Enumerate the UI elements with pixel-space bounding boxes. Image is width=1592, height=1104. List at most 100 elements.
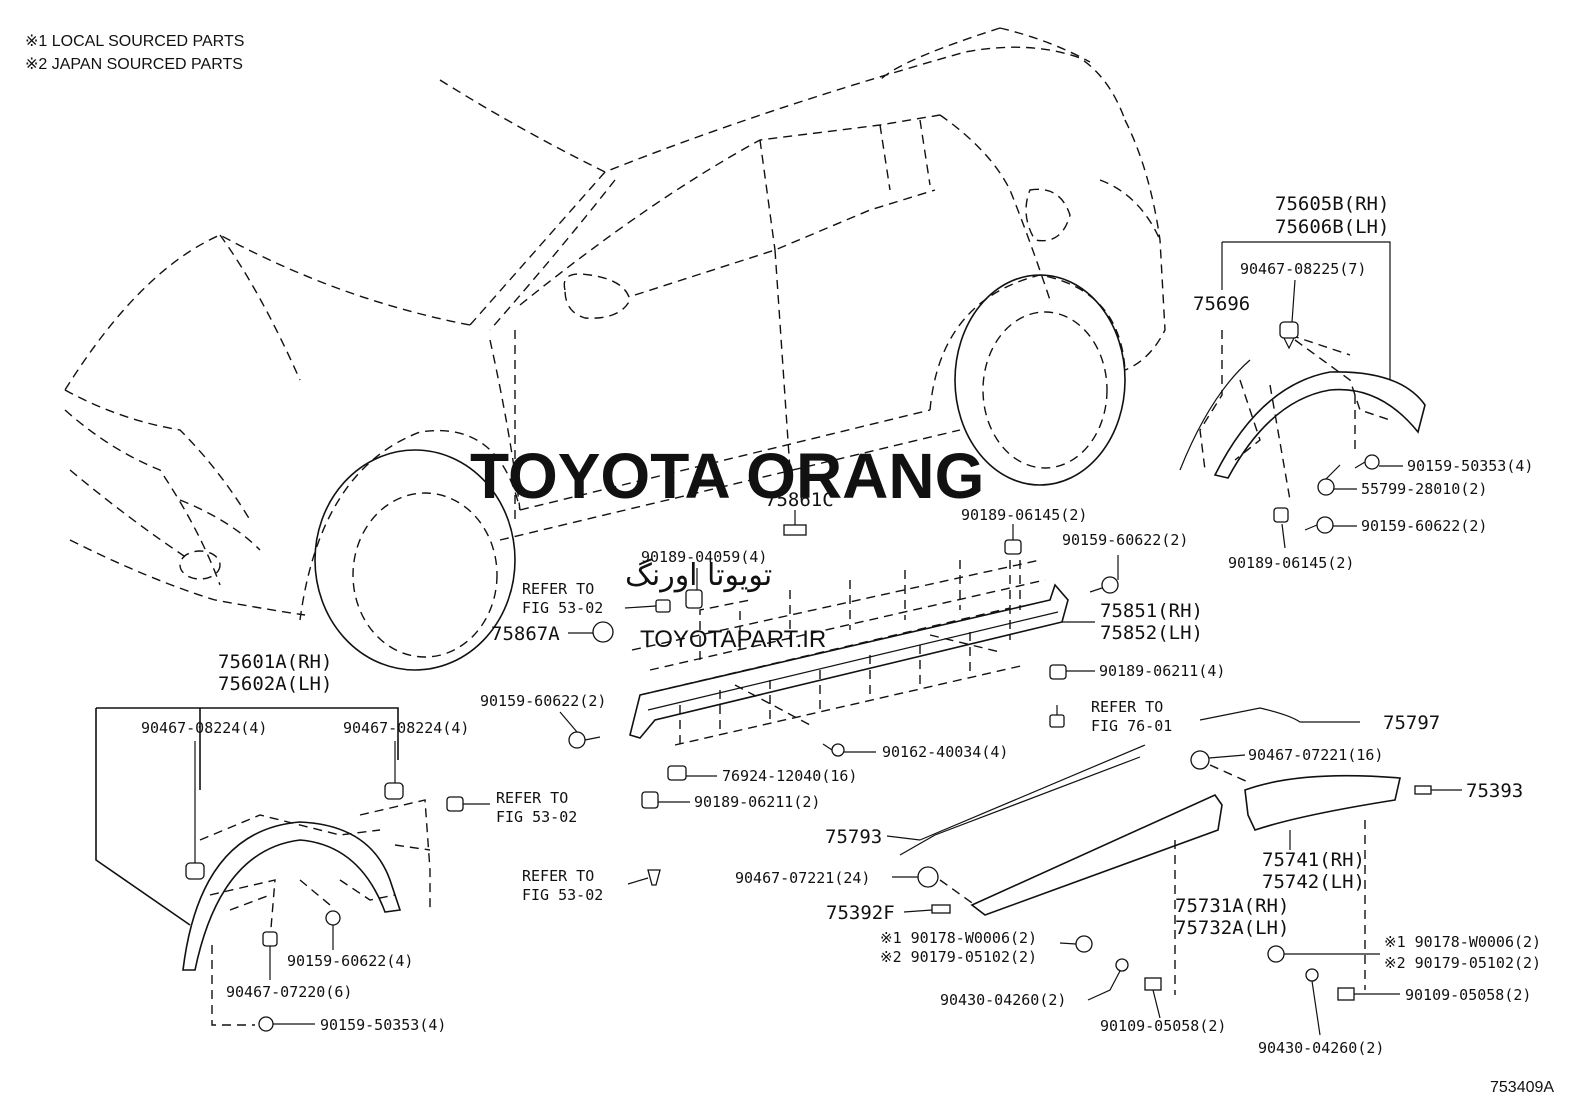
label-90109-b: 90109-05058(2) [1405,986,1531,1004]
label-75392F: 75392F [826,902,895,924]
clip-90189-06145-r [1273,507,1289,523]
bolt-90159-50353-f [258,1016,274,1032]
watermark-main: TOYOTA ORANG [470,440,984,512]
label-refer-to-c: REFER TO [522,867,594,885]
label-90467-07220: 90467-07220(6) [226,983,352,1001]
label-75601A: 75601A(RH) [218,651,332,673]
door-moldings [899,707,1401,995]
label-75867A: 75867A [491,623,560,645]
watermark-site: TOYOTAPART.IR [640,626,826,653]
label-90430-b: 90430-04260(2) [1258,1039,1384,1057]
label-fig-53-02-b: FIG 53-02 [522,886,603,904]
label-90159-60622-c: 90159-60622(2) [1062,531,1188,549]
label-75732A: 75732A(LH) [1175,917,1289,939]
front-fender-flare [95,707,431,1026]
clip-90467-07221-24 [917,866,939,888]
label-75605B: 75605B(RH) [1275,193,1389,215]
bolt-90109-b [1337,987,1355,1001]
clip-ref-53-02-b [647,869,661,886]
clip-ref-53-02-c [446,796,464,812]
washer-90430-a [1115,958,1129,972]
label-75851: 75851(RH) [1100,600,1203,622]
label-fig-76-01: FIG 76-01 [1091,717,1172,735]
part-labels: 75605B(RH) 75606B(LH) 75696 90467-08225(… [141,193,1541,1057]
label-90189-04059: 90189-04059(4) [641,548,767,566]
clip-90467-08224-a [185,862,205,880]
clip-ref-76-01 [1049,705,1065,728]
nut-90178-a [1075,935,1093,953]
clip-75392F [931,904,951,914]
note-japan-sourced: ※2 JAPAN SOURCED PARTS [25,56,243,73]
label-90189-06145-c: 90189-06145(2) [961,506,1087,524]
clip-76924 [667,765,687,781]
clip-90189-04059 [685,589,703,609]
bolt-90109-a [1144,977,1162,991]
label-90162: 90162-40034(4) [882,743,1008,761]
label-75741: 75741(RH) [1262,849,1365,871]
label-75793: 75793 [825,826,882,848]
label-90179-a: ※2 90179-05102(2) [880,948,1037,966]
label-75742: 75742(LH) [1262,871,1365,893]
label-90467-07221-16: 90467-07221(16) [1248,746,1383,764]
label-fig-53-02-c: FIG 53-02 [496,808,577,826]
clip-90189-06211-2 [641,791,659,809]
bolt-90159-60622-l [568,731,601,749]
bolt-90159-60622-f [325,910,341,926]
leader-lines [194,241,1462,1036]
label-90189-06211-2: 90189-06211(2) [694,793,820,811]
label-75393: 75393 [1466,780,1523,802]
label-90159-50353-r: 90159-50353(4) [1407,457,1533,475]
nut-90178-b [1267,945,1285,963]
label-55799: 55799-28010(2) [1361,480,1487,498]
label-75606B: 75606B(LH) [1275,216,1389,238]
clip-75393 [1414,785,1432,795]
clip-75867A [592,621,614,643]
label-90189-06211-4: 90189-06211(4) [1099,662,1225,680]
label-fig-53-02-a: FIG 53-02 [522,599,603,617]
label-75797: 75797 [1383,712,1440,734]
label-refer-to-d: REFER TO [496,789,568,807]
clip-90467-08224-b [384,782,404,800]
rocker-panel [629,559,1069,750]
rear-fender-flare [1179,330,1426,501]
clip-90189-06145-c [1004,539,1022,555]
label-75852: 75852(LH) [1100,622,1203,644]
label-90159-60622-l: 90159-60622(2) [480,692,606,710]
bolt-90159-50353-r [1354,454,1380,470]
clip-90467-07220 [262,931,278,947]
label-90109-a: 90109-05058(2) [1100,1017,1226,1035]
label-90179-b: ※2 90179-05102(2) [1384,954,1541,972]
screw-55799 [1317,464,1341,496]
car-body-outline [64,27,1166,671]
label-90467-08224-a: 90467-08224(4) [141,719,267,737]
label-75861C: 75861C [765,489,834,511]
label-75731A: 75731A(RH) [1175,895,1289,917]
label-90467-07221-24: 90467-07221(24) [735,869,870,887]
label-90159-50353-f: 90159-50353(4) [320,1016,446,1034]
clip-90189-06211-4 [1049,664,1067,680]
clip-90467-08225 [1279,321,1299,350]
label-90159-60622-r: 90159-60622(2) [1361,517,1487,535]
label-76924: 76924-12040(16) [722,767,857,785]
watermark-arabic: تویوتا اورنگ [625,558,772,593]
bolt-90159-60622-c [1089,576,1119,594]
label-refer-to-b: REFER TO [1091,698,1163,716]
label-90467-08225: 90467-08225(7) [1240,260,1366,278]
washer-90430-b [1305,968,1319,982]
label-90189-06145-r: 90189-06145(2) [1228,554,1354,572]
bolt-90159-60622-r [1304,516,1334,534]
label-90159-60622-f: 90159-60622(4) [287,952,413,970]
clip-ref-53-02-a [655,599,671,613]
diagram-code: 753409A [1490,1079,1554,1096]
label-90178-a: ※1 90178-W0006(2) [880,929,1037,947]
clip-75861C [783,524,807,536]
clip-90467-07221-16 [1190,750,1210,770]
screw-90162 [822,743,845,757]
label-75696: 75696 [1193,293,1250,315]
label-75602A: 75602A(LH) [218,673,332,695]
label-90467-08224-b: 90467-08224(4) [343,719,469,737]
note-local-sourced: ※1 LOCAL SOURCED PARTS [25,33,244,50]
label-90178-b: ※1 90178-W0006(2) [1384,933,1541,951]
